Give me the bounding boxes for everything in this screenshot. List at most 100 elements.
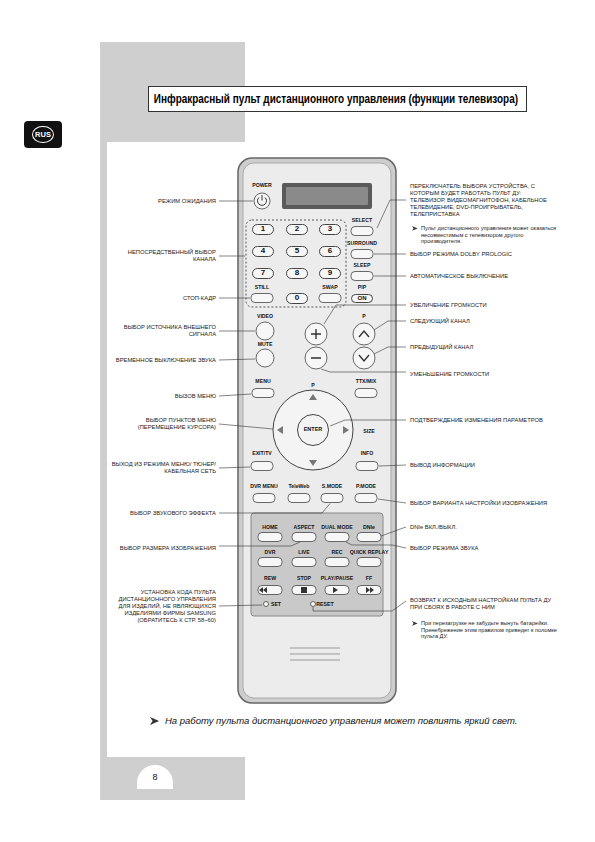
number-button: 3 <box>319 224 341 235</box>
node-text: ENTER <box>304 427 323 433</box>
remote-button <box>355 494 377 503</box>
remote-button <box>258 558 282 567</box>
gray-panel <box>100 757 245 800</box>
note-text: Пульт дистанционного управления может ок… <box>421 225 557 245</box>
remote-button <box>321 494 343 503</box>
round-button <box>264 602 269 607</box>
pip-button: ON <box>351 294 373 303</box>
power-symbol <box>258 195 267 205</box>
callout-text: АВТОМАТИЧЕСКОЕ ВЫКЛЮЧЕНИЕ <box>410 273 558 280</box>
channel-symbols <box>359 331 369 361</box>
vent-lines <box>290 648 340 660</box>
remote-button <box>251 294 273 303</box>
remote-body <box>238 158 396 703</box>
button-label: QUICK REPLAY <box>350 549 389 555</box>
button-label: DNIe <box>363 524 375 530</box>
button-label: DVR <box>265 549 276 555</box>
callout-text: ВЫБОР РЕЖИМА DOLBY PROLOGIC <box>410 251 558 258</box>
leader-line <box>219 331 255 332</box>
button-label: MUTE <box>258 341 273 347</box>
number-button: 6 <box>319 246 341 257</box>
button-label: P <box>362 313 365 319</box>
remote-button <box>351 227 373 236</box>
remote-button <box>355 389 377 398</box>
leader-line <box>378 499 406 503</box>
callout-text: УСТАНОВКА КОДА ПУЛЬТА ДИСТАНЦИОННОГО УПР… <box>108 589 216 624</box>
node-text: 6 <box>328 247 332 255</box>
language-tab: RUS <box>24 121 62 148</box>
button-label: VIDEO <box>257 313 273 319</box>
button-label: REW <box>264 575 276 581</box>
button-label: TeleWeb <box>289 483 310 489</box>
note-text: При перезагрузке не забудьте вынуть бата… <box>421 620 557 640</box>
node-text: RUS <box>32 126 54 144</box>
caption: На работу пульта дистанционного управлен… <box>165 715 517 726</box>
button-label: S.MODE <box>322 483 342 489</box>
number-button: 7 <box>252 268 274 279</box>
callout-text: ПРЕДЫДУЩИЙ КАНАЛ <box>410 344 558 351</box>
remote-button <box>258 533 282 542</box>
remote-button <box>356 462 378 471</box>
page-title: Инфракрасный пульт дистанционного управл… <box>149 87 518 111</box>
callout-text: ВЫБОР ВАРИАНТА НАСТРОЙКИ ИЗОБРАЖЕНИЯ <box>410 500 558 507</box>
callout-text: ВЫБОР ПУНКТОВ МЕНЮ (ПЕРЕМЕЩЕНИЕ КУРСОРА) <box>108 417 216 431</box>
number-button: 5 <box>286 246 308 257</box>
number-button: 0 <box>286 293 308 304</box>
callout-text: ВЫХОД ИЗ РЕЖИМА МЕНЮ/ ТЮНЕР/КАБЕЛЬНАЯ СЕ… <box>108 461 216 475</box>
leader-line <box>219 298 250 299</box>
leader-line <box>381 527 406 536</box>
leader-line <box>379 465 406 466</box>
callout-text: ВЫБОР ЗВУКОВОГО ЭФФЕКТА <box>108 510 216 517</box>
leader-line <box>313 601 406 611</box>
button-label: SELECT <box>352 217 372 223</box>
callout-text: ВОЗВРАТ К ИСХОДНЫМ НАСТРОЙКАМ ПУЛЬТА ДУ … <box>410 597 558 611</box>
display-window <box>282 183 372 209</box>
cursor-pad <box>273 390 353 470</box>
round-button <box>256 322 274 340</box>
callout-text: ПЕРЕКЛЮЧАТЕЛЬ ВЫБОРА УСТРОЙСТВА, С КОТОР… <box>410 183 558 218</box>
button-label: SURROUND <box>347 240 377 246</box>
note-arrow <box>150 717 159 725</box>
callout-text: ВЫВОД ИНФОРМАЦИИ <box>410 462 558 469</box>
button-label: INFO <box>361 450 373 456</box>
leader-line <box>321 369 406 372</box>
note-arrow <box>412 621 418 626</box>
node-text: 7 <box>261 269 265 277</box>
remote-button <box>288 494 310 503</box>
button-label: RESET <box>316 601 333 607</box>
number-button: 1 <box>252 224 274 235</box>
button-label: REC <box>332 549 343 555</box>
remote-button <box>351 272 373 281</box>
button-label: PLAY/PAUSE <box>321 575 353 581</box>
callout-text: УМЕНЬШЕНИЕ ГРОМКОСТИ <box>410 371 558 378</box>
remote-button <box>357 533 381 542</box>
remote-face <box>243 163 391 698</box>
button-label: STOP <box>297 575 311 581</box>
leader-line <box>219 504 330 514</box>
leader-line <box>374 254 406 255</box>
button-label: P.MODE <box>356 483 376 489</box>
volume-symbols <box>311 329 321 358</box>
enter-button: ENTER <box>297 414 329 446</box>
button-label: POWER <box>252 182 272 188</box>
round-button <box>254 193 270 209</box>
leader-line <box>219 359 255 360</box>
transport-symbols <box>259 587 374 593</box>
callout-text: ВЫБОР РАЗМЕРА ИЗОБРАЖЕНИЯ <box>108 545 216 552</box>
leader-line <box>330 420 406 426</box>
callout-text: ВЫБОР РЕЖИМА ЗВУКА <box>410 545 558 552</box>
note-arrow <box>412 226 418 231</box>
remote-button <box>319 294 341 303</box>
callout-text: НЕПОСРЕДСТВЕННЫЙ ВЫБОР КАНАЛА <box>108 249 216 263</box>
button-label: HOME <box>262 524 278 530</box>
leader-line <box>374 321 406 330</box>
keypad-frame <box>246 220 346 307</box>
callout-text: РЕЖИМ ОЖИДАНИЯ <box>108 198 216 205</box>
leader-line <box>219 394 251 396</box>
node-text: 1 <box>261 225 265 233</box>
leader-line <box>219 256 245 257</box>
number-button: 9 <box>319 268 341 279</box>
button-label: DVR MENU <box>250 483 278 489</box>
node-text: 2 <box>295 225 299 233</box>
callout-text: ВРЕМЕННОЕ ВЫКЛЮЧЕНИЕ ЗВУКА <box>108 357 216 364</box>
